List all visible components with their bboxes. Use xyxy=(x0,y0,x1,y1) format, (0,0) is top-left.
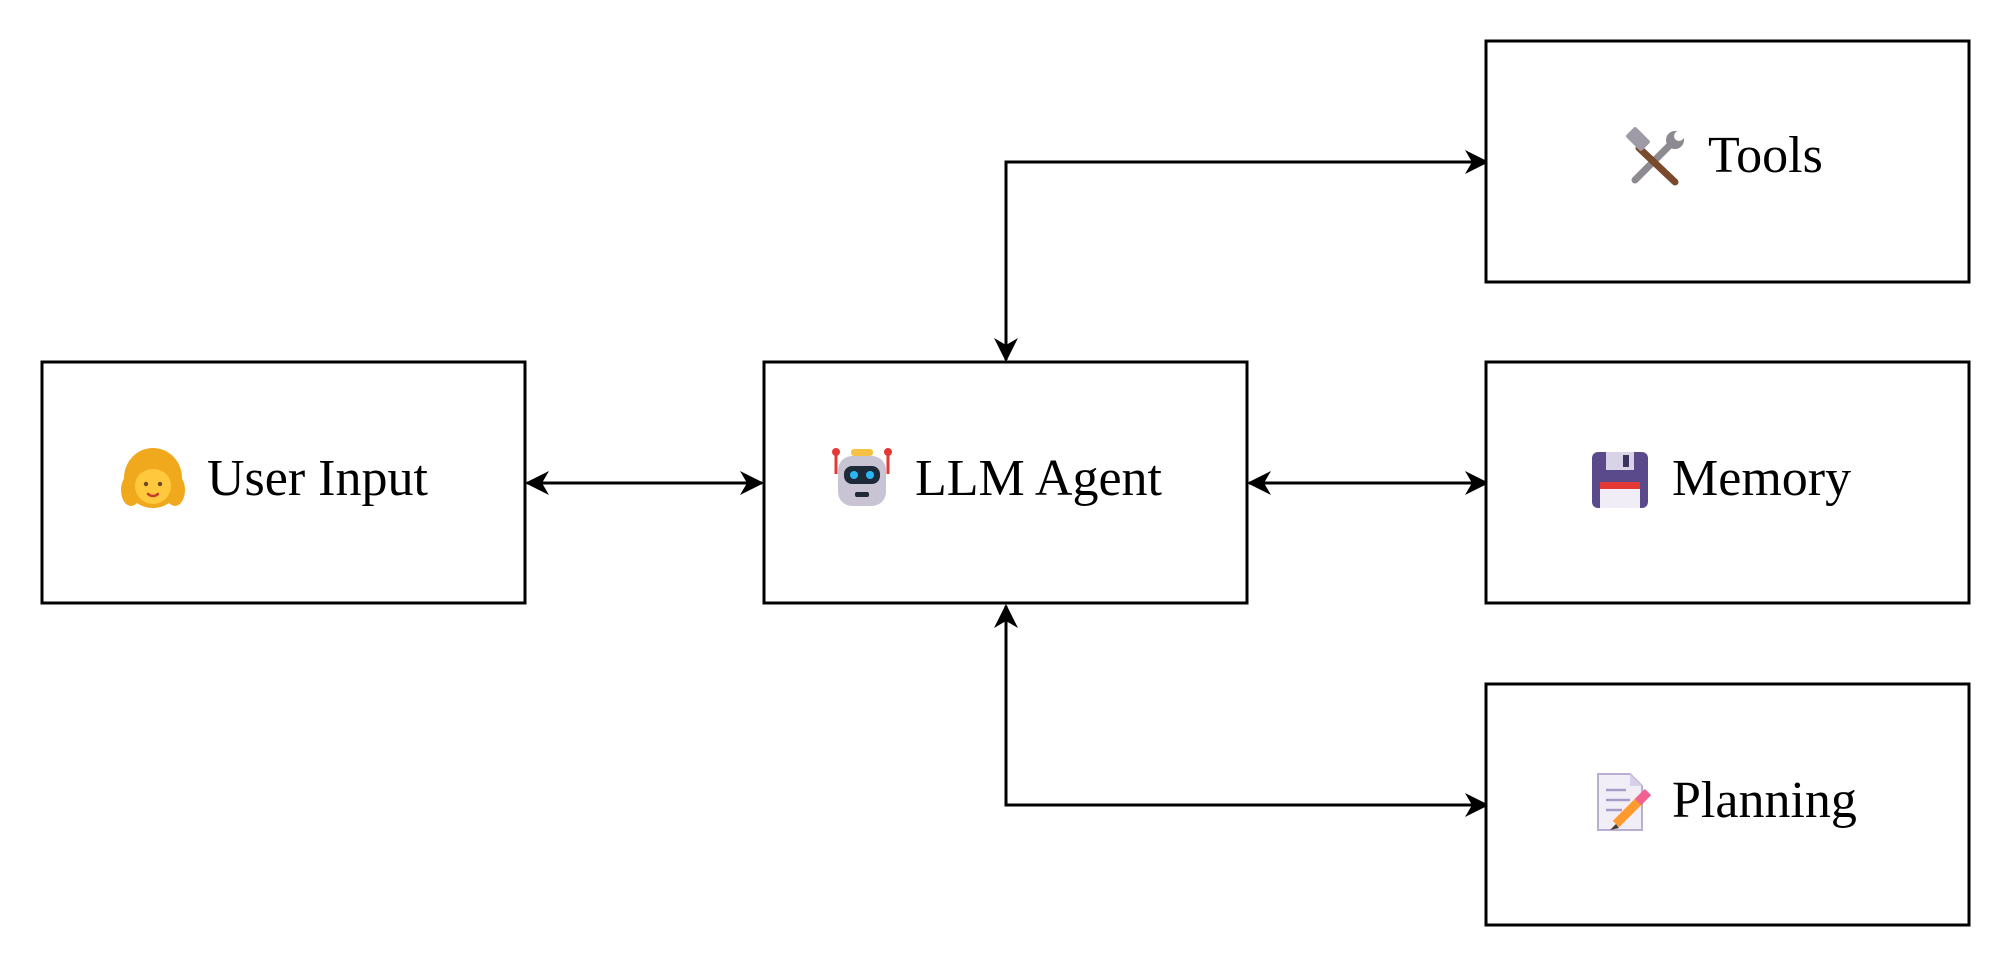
node-label-planning: Planning xyxy=(1672,772,1857,829)
node-label-tools: Tools xyxy=(1708,127,1823,184)
memo-pencil-icon xyxy=(1597,773,1652,831)
connector-llm-agent-planning xyxy=(994,604,1489,817)
node-user-input: User Input xyxy=(40,360,527,605)
floppy-disk-icon xyxy=(1592,452,1648,508)
woman-icon xyxy=(121,448,185,508)
node-tools: Tools xyxy=(1484,39,1971,284)
connectors xyxy=(525,150,1489,817)
connector-llm-agent-tools xyxy=(994,150,1489,362)
robot-icon xyxy=(832,448,892,506)
node-label-memory: Memory xyxy=(1672,450,1851,507)
node-label-user-input: User Input xyxy=(207,450,429,507)
hammer-wrench-icon xyxy=(1626,127,1684,186)
node-memory: Memory xyxy=(1484,360,1971,605)
node-llm-agent: LLM Agent xyxy=(762,360,1249,605)
node-planning: Planning xyxy=(1484,682,1971,927)
node-label-llm-agent: LLM Agent xyxy=(915,450,1163,507)
